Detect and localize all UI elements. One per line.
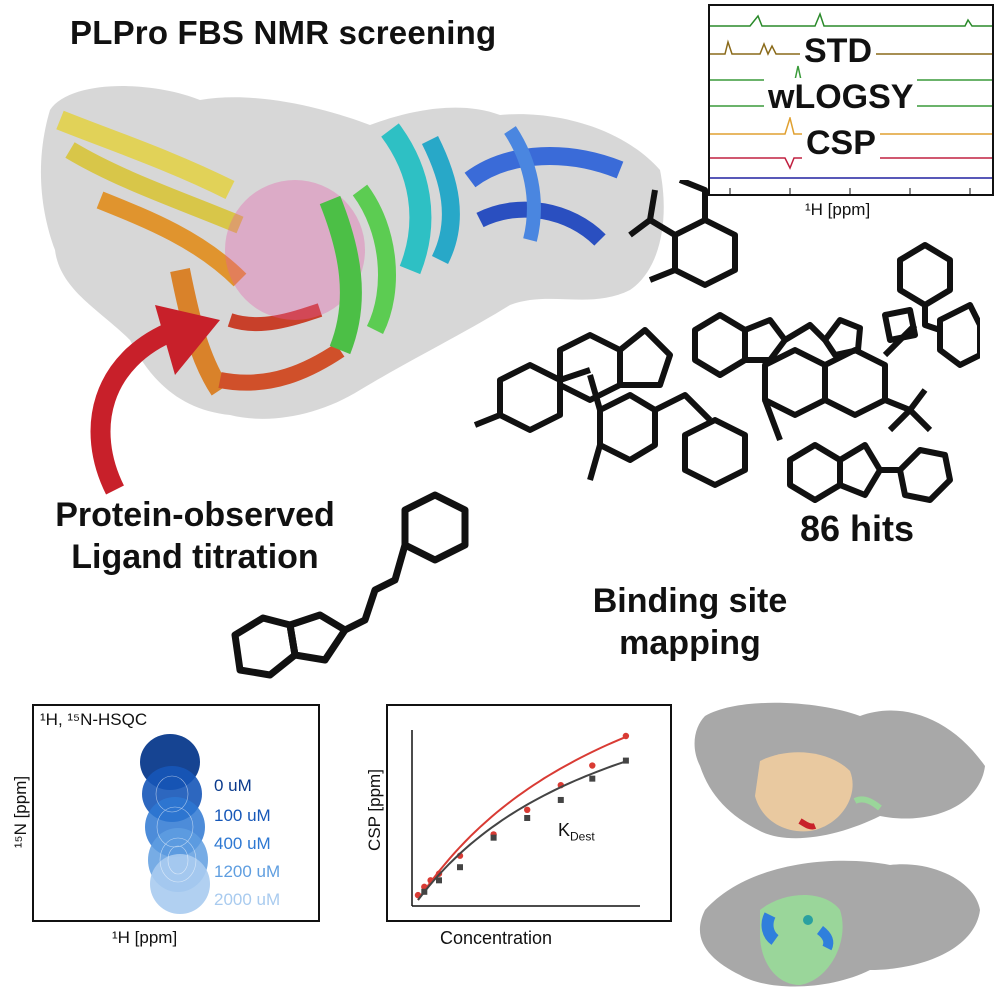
nmr-method-wlogsy: wLOGSY bbox=[764, 78, 918, 117]
kdest-annotation: KDest bbox=[558, 820, 595, 844]
nmr-spectra-panel: STD wLOGSY CSP bbox=[708, 4, 994, 196]
data-point-s1-5 bbox=[557, 796, 564, 803]
ligand-structure-image bbox=[231, 491, 469, 679]
hsqc-conc-1: 100 uM bbox=[214, 806, 271, 825]
kdest-sub: Dest bbox=[570, 829, 595, 844]
mapping-label-line1: Binding site bbox=[592, 582, 788, 620]
hsqc-y-axis-label: ¹⁵N [ppm] bbox=[11, 775, 30, 849]
data-point-s0-9 bbox=[622, 732, 630, 740]
csp-chart bbox=[411, 730, 640, 907]
mapping-label: Binding site mapping bbox=[560, 580, 820, 664]
data-point-s1-4 bbox=[524, 815, 531, 821]
csp-y-axis-label: CSP [ppm] bbox=[365, 769, 384, 851]
hsqc-conc-4: 2000 uM bbox=[214, 890, 281, 909]
kdest-k: K bbox=[558, 820, 571, 840]
data-point-s1-3 bbox=[490, 834, 497, 841]
fragment-structures-image bbox=[473, 180, 980, 503]
nmr-method-csp: CSP bbox=[802, 124, 880, 163]
hsqc-conc-2: 400 uM bbox=[214, 834, 271, 853]
figure-title: PLPro FBS NMR screening bbox=[70, 14, 497, 51]
nmr-method-std: STD bbox=[800, 32, 876, 71]
fit-line-1 bbox=[417, 759, 629, 901]
titration-label-line2: Ligand titration bbox=[71, 538, 319, 576]
hsqc-panel: ¹H, ¹⁵N-HSQC 0 uM 100 uM 400 uM 1200 uM … bbox=[32, 704, 320, 922]
binding-site-surface-bottom bbox=[699, 860, 980, 987]
data-point-s1-2 bbox=[457, 864, 463, 871]
hsqc-peaks-image bbox=[140, 734, 210, 914]
data-point-s1-6 bbox=[589, 775, 596, 782]
mapping-label-line2: mapping bbox=[619, 624, 761, 662]
data-point-s0-8 bbox=[589, 762, 596, 769]
data-point-s1-0 bbox=[421, 888, 428, 895]
fit-line-0 bbox=[417, 735, 629, 901]
hsqc-conc-3: 1200 uM bbox=[214, 862, 281, 881]
titration-label-line1: Protein-observed bbox=[55, 496, 335, 534]
red-arrow-icon bbox=[90, 305, 220, 495]
hsqc-title: ¹H, ¹⁵N-HSQC bbox=[40, 710, 148, 729]
data-point-s0-6 bbox=[524, 806, 531, 813]
csp-chart-panel: KDest bbox=[386, 704, 672, 922]
hsqc-x-axis-label: ¹H [ppm] bbox=[112, 928, 178, 947]
data-point-s1-7 bbox=[622, 757, 629, 764]
hsqc-conc-0: 0 uM bbox=[214, 776, 252, 795]
data-point-s1-1 bbox=[436, 877, 442, 884]
csp-x-axis-label: Concentration bbox=[440, 928, 553, 948]
binding-site-surface-top bbox=[694, 702, 985, 839]
hits-count-label: 86 hits bbox=[800, 508, 915, 549]
titration-label: Protein-observed Ligand titration bbox=[10, 494, 380, 578]
nmr-x-axis-label: ¹H [ppm] bbox=[805, 200, 871, 219]
